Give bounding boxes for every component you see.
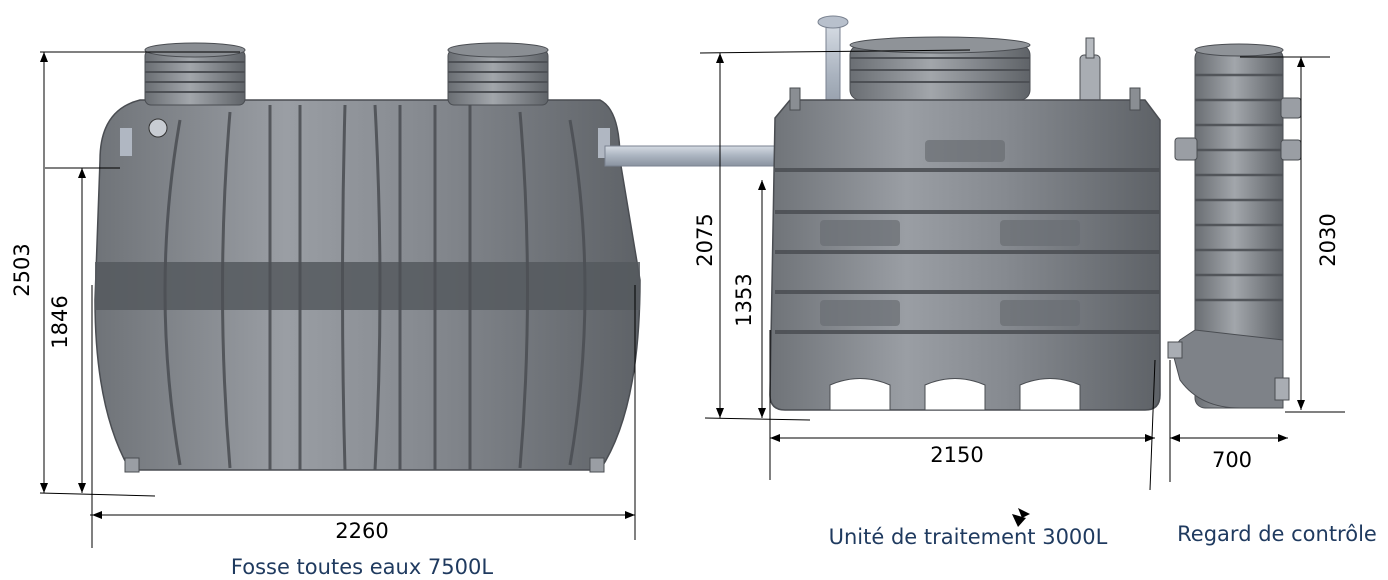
regard-height-total: 2030 xyxy=(1316,213,1340,266)
arrowheads xyxy=(40,52,1305,519)
fosse-height-total: 2503 xyxy=(10,243,34,296)
regard-width: 700 xyxy=(1212,448,1252,472)
fosse-band xyxy=(95,262,640,310)
unite-caption: Unité de traitement 3000L xyxy=(829,525,1108,549)
regard-tank xyxy=(1167,43,1302,409)
fosse-ribs xyxy=(163,104,587,471)
fosse-riser-right xyxy=(447,42,549,106)
unite-width: 2150 xyxy=(930,443,983,467)
fosse-inlet-port xyxy=(148,118,168,138)
unite-height-inlet: 1353 xyxy=(732,273,756,326)
unite-tank xyxy=(769,15,1161,411)
fosse-side-port-left xyxy=(120,128,132,156)
fosse-tank xyxy=(94,42,641,473)
fosse-width: 2260 xyxy=(335,519,388,543)
regard-caption: Regard de contrôle xyxy=(1177,522,1377,546)
marker-icon xyxy=(1012,508,1030,527)
dimension-lines xyxy=(39,49,1345,548)
regard-elbow xyxy=(1171,329,1284,409)
fosse-riser-left xyxy=(144,42,246,106)
unite-ribs xyxy=(775,168,1160,334)
fosse-caption: Fosse toutes eaux 7500L xyxy=(231,555,493,579)
fosse-height-inlet: 1846 xyxy=(48,295,72,348)
unite-height-total: 2075 xyxy=(693,213,717,266)
connecting-pipe xyxy=(604,145,781,167)
